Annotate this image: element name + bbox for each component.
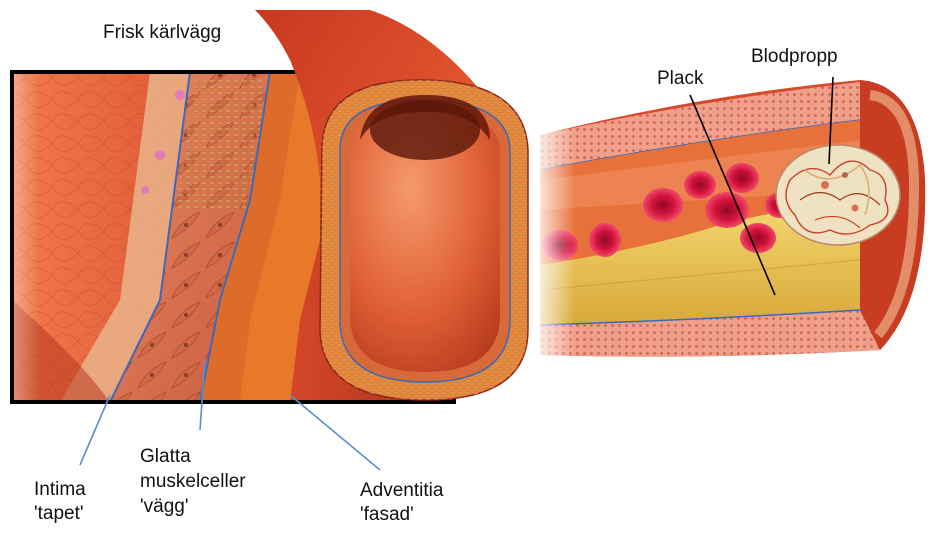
label-healthy-wall: Frisk kärlvägg xyxy=(103,22,221,44)
red-blood-cell xyxy=(589,223,621,257)
red-blood-cell xyxy=(684,171,716,199)
intima-leader-line xyxy=(80,395,110,465)
red-blood-cell xyxy=(643,188,683,222)
label-smooth-muscle-2: muskelceller xyxy=(140,471,246,493)
blood-clot xyxy=(776,145,900,245)
label-smooth-muscle-sub: 'vägg' xyxy=(140,496,188,518)
label-smooth-muscle-1: Glatta xyxy=(140,446,191,468)
label-adventitia-sub: 'fasad' xyxy=(360,504,414,526)
adventitia-leader-line xyxy=(290,395,380,470)
label-plaque: Plack xyxy=(657,68,703,90)
label-intima: Intima xyxy=(34,479,86,501)
label-adventitia: Adventitia xyxy=(360,480,443,502)
red-blood-cell xyxy=(705,192,749,228)
label-blood-clot: Blodpropp xyxy=(751,46,838,68)
diseased-vessel xyxy=(530,80,925,370)
red-blood-cell xyxy=(740,223,776,253)
label-intima-sub: 'tapet' xyxy=(34,503,84,525)
